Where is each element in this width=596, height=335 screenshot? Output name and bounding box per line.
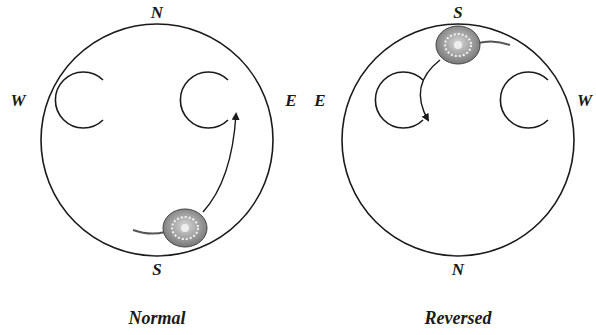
normal-arena [41,24,273,256]
compass-letter: N [452,261,464,278]
compass-letter: S [453,4,462,21]
compass-letter: E [314,92,325,109]
animal-figure [436,26,510,64]
compass-letter: S [152,261,161,278]
animal-figure [133,209,207,247]
compass-letter: N [151,4,163,21]
reversed-arena [342,24,574,256]
panel-caption: Normal [128,309,185,327]
compass-letter: W [577,92,592,109]
compass-letter: E [285,92,296,109]
compass-letter: W [10,92,25,109]
panel-caption: Reversed [425,309,492,327]
